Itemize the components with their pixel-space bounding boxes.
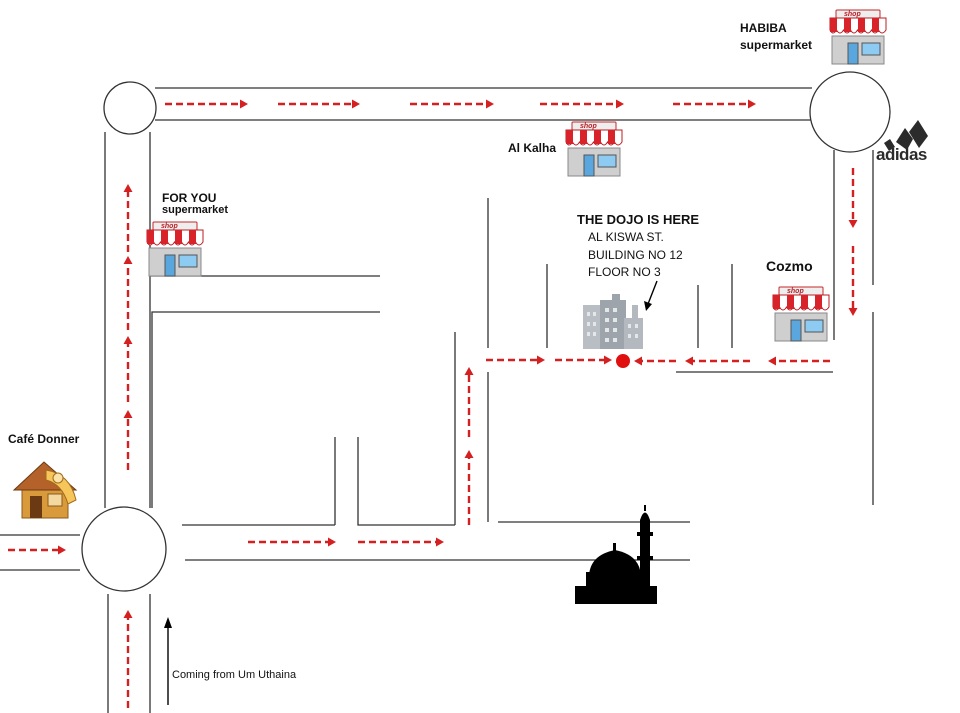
- route-arrow: [768, 356, 830, 366]
- route-arrow: [358, 537, 444, 547]
- al-kalha-label: Al Kalha: [508, 141, 557, 155]
- shop-icon-habiba: [829, 9, 887, 65]
- route-arrow: [123, 256, 133, 330]
- route-arrow: [410, 99, 494, 109]
- route-arrows: [8, 99, 858, 708]
- adidas-wordmark: adidas: [876, 145, 927, 164]
- office-building-icon: [583, 294, 643, 349]
- incoming-arrow: [164, 617, 172, 705]
- route-arrow: [673, 99, 756, 109]
- route-arrow: [464, 450, 474, 525]
- habiba-label-line1: HABIBA: [740, 21, 787, 35]
- roundabout-bottom-left: [81, 506, 167, 592]
- route-arrow: [278, 99, 360, 109]
- shop-sign-text: shop: [844, 11, 861, 18]
- roundabout-top-right: [809, 71, 891, 153]
- destination-marker: [616, 354, 630, 368]
- habiba-label-line2: supermarket: [740, 38, 813, 52]
- cozmo-label: Cozmo: [766, 258, 813, 274]
- route-arrow: [634, 356, 676, 366]
- shop-sign-text: shop: [787, 288, 804, 295]
- mosque-icon: [575, 505, 657, 604]
- shop-sign-text: shop: [161, 223, 178, 230]
- dojo-floor: FLOOR NO 3: [588, 265, 661, 279]
- shop-sign-text: shop: [580, 123, 597, 130]
- route-arrow: [123, 410, 133, 470]
- shop-icon-for-you: [146, 221, 204, 277]
- shop-icon-cozmo: [772, 286, 830, 342]
- for-you-label-line2: supermarket: [162, 204, 229, 216]
- route-arrow: [555, 355, 612, 365]
- dojo-street: AL KISWA ST.: [588, 230, 664, 244]
- dojo-building: BUILDING NO 12: [588, 248, 683, 262]
- route-arrow: [8, 545, 66, 555]
- route-arrow: [848, 246, 858, 316]
- route-arrow: [123, 610, 133, 708]
- dojo-pointer-arrow: [644, 280, 658, 311]
- road-network: [0, 87, 874, 713]
- cafe-donner-label: Café Donner: [8, 432, 80, 446]
- coming-from-label: Coming from Um Uthaina: [172, 669, 297, 681]
- for-you-label-line1: FOR YOU: [162, 191, 217, 205]
- route-arrow: [248, 537, 336, 547]
- route-arrow: [486, 355, 545, 365]
- dojo-title: THE DOJO IS HERE: [577, 212, 700, 227]
- route-arrow: [123, 336, 133, 402]
- adidas-logo: [884, 120, 928, 151]
- roundabout-top-left: [103, 81, 157, 135]
- route-arrow: [540, 99, 624, 109]
- route-arrow: [848, 168, 858, 228]
- route-arrow: [464, 367, 474, 437]
- cafe-hut-icon: [12, 461, 78, 519]
- route-arrow: [123, 184, 133, 252]
- shop-icon-al-kalha: [565, 121, 623, 177]
- route-arrow: [685, 356, 750, 366]
- route-arrow: [165, 99, 248, 109]
